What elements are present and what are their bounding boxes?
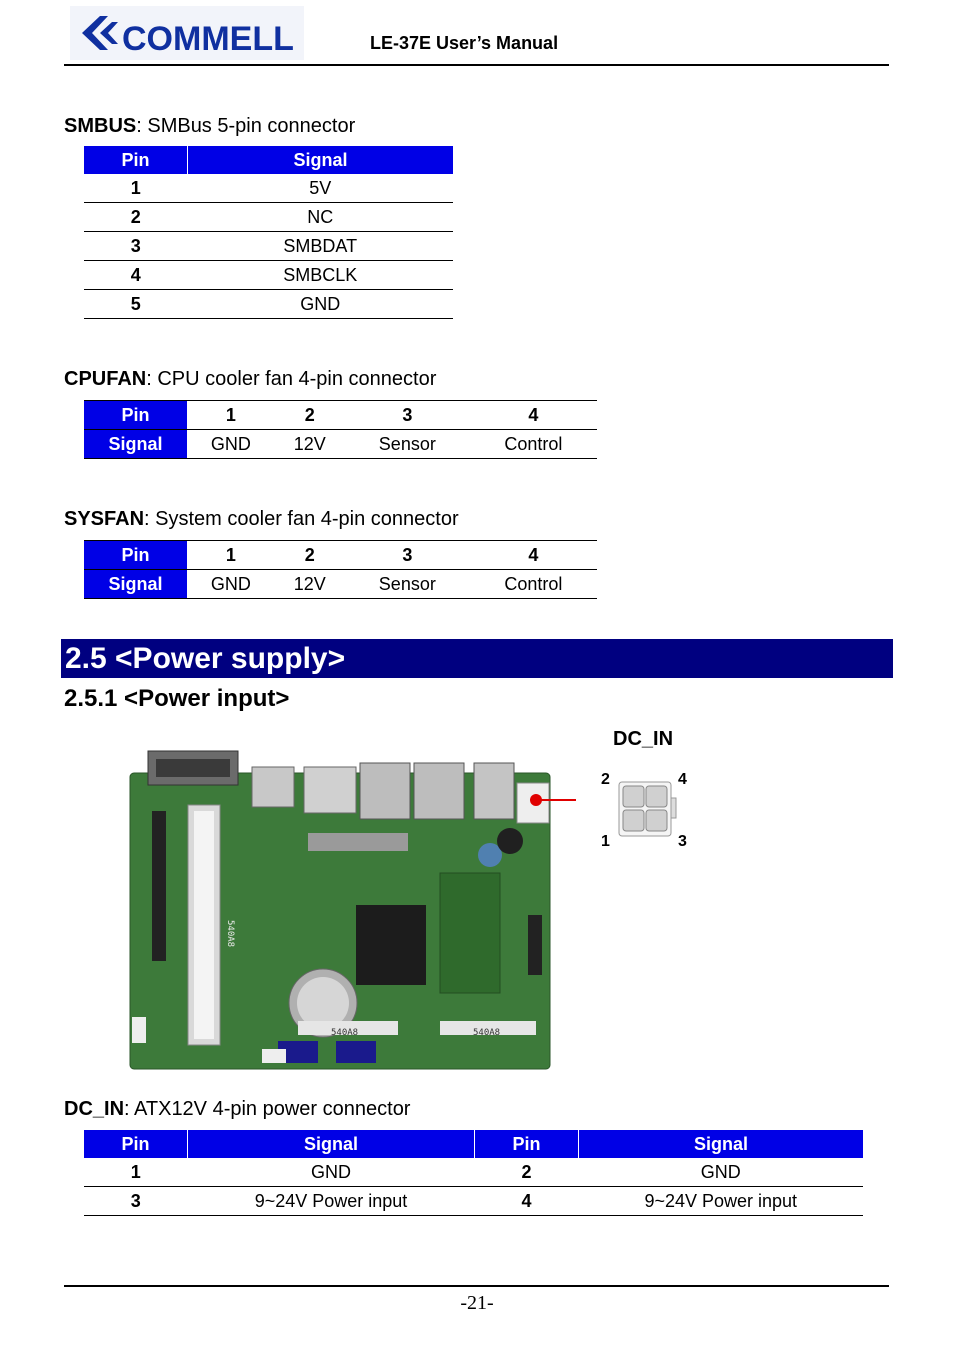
section-heading: 2.5 <Power supply>	[61, 639, 893, 678]
sysfan-table: Pin 1 2 3 4 Signal GND 12V Sensor Contro…	[84, 540, 597, 599]
svg-text:540A8: 540A8	[331, 1028, 358, 1038]
table-row: Signal GND 12V Sensor Control	[84, 429, 597, 459]
pin-label: 2	[601, 771, 610, 788]
col-pin-header: Pin	[84, 146, 188, 174]
commell-logo: COMMELL	[70, 6, 304, 60]
sysfan-title: SYSFAN: System cooler fan 4-pin connecto…	[64, 508, 459, 530]
motherboard-image: 540A8 540A8 540A8	[128, 745, 552, 1071]
pin-label: 1	[601, 833, 610, 850]
col-signal-header: Signal	[187, 146, 453, 174]
table-row: Pin 1 2 3 4	[84, 540, 597, 570]
dcin-table: Pin Signal Pin Signal 1 GND 2 GND 3 9~24…	[84, 1130, 863, 1216]
smbus-title: SMBUS: SMBus 5-pin connector	[64, 115, 356, 137]
table-row: Signal GND 12V Sensor Control	[84, 569, 597, 599]
cpufan-table: Pin 1 2 3 4 Signal GND 12V Sensor Contro…	[84, 400, 597, 459]
svg-text:COMMELL: COMMELL	[122, 20, 294, 58]
manual-title: LE-37E User’s Manual	[370, 33, 559, 53]
page-number: -21-	[460, 1292, 494, 1314]
header-rule	[64, 64, 889, 66]
svg-text:540A8: 540A8	[473, 1028, 500, 1038]
dc-in-label: DC_IN	[613, 728, 674, 750]
connector-diagram	[617, 780, 677, 838]
table-row: 3 9~24V Power input 4 9~24V Power input	[84, 1186, 863, 1216]
cpufan-title: CPUFAN: CPU cooler fan 4-pin connector	[64, 368, 437, 390]
pin-label: 4	[678, 771, 687, 788]
svg-text:540A8: 540A8	[225, 920, 235, 947]
dcin-title: DC_IN: ATX12V 4-pin power connector	[64, 1098, 411, 1120]
pin-label: 3	[678, 833, 687, 850]
dc-in-indicator	[526, 790, 578, 810]
subsection-heading: 2.5.1 <Power input>	[64, 685, 290, 712]
table-row: 1 GND 2 GND	[84, 1158, 863, 1187]
table-row: Pin 1 2 3 4	[84, 400, 597, 430]
footer-rule	[64, 1285, 889, 1287]
